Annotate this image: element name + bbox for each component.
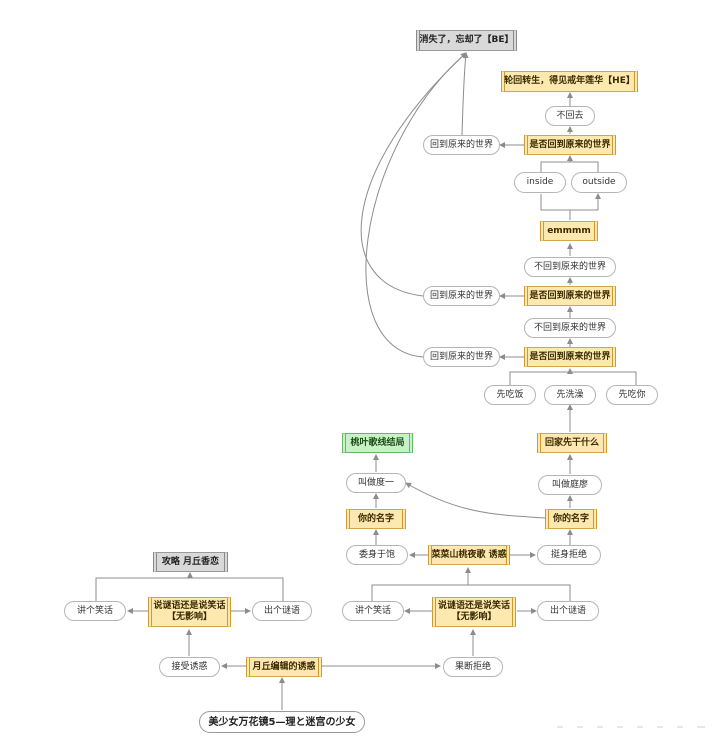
option-eat-first[interactable]: 先吃饭: [484, 385, 536, 405]
choice-whether-return-1[interactable]: 是否回到原来的世界: [524, 135, 616, 155]
choice-your-name-left[interactable]: 你的名字: [346, 509, 406, 529]
choice-home-first[interactable]: 回家先干什么: [537, 433, 607, 453]
option-return-3[interactable]: 回到原来的世界: [423, 347, 500, 367]
option-resist[interactable]: 挺身拒绝: [537, 545, 601, 565]
option-devote[interactable]: 委身于饱: [346, 545, 408, 565]
ending-lost-be[interactable]: 消失了，忘却了【BE】: [416, 30, 517, 51]
option-joke-right[interactable]: 讲个笑话: [342, 601, 404, 621]
option-not-return-original-1[interactable]: 不回到原来的世界: [524, 257, 616, 277]
choice-riddle-or-joke-left-line1: 说谜语还是说笑话: [153, 601, 226, 611]
decorative-marks: [557, 726, 705, 728]
ending-peach-leaf[interactable]: 桃叶歌线结局: [342, 433, 413, 453]
option-accept-temptation[interactable]: 接受诱惑: [159, 657, 220, 677]
ending-reincarnation-he[interactable]: 轮回转生，得见戒年莲华【HE】: [501, 71, 638, 92]
choice-your-name-right[interactable]: 你的名字: [545, 509, 597, 529]
option-riddle-right[interactable]: 出个谜语: [537, 601, 599, 621]
option-eat-you-first[interactable]: 先吃你: [606, 385, 658, 405]
option-return-1[interactable]: 回到原来的世界: [423, 135, 500, 155]
root-game-title[interactable]: 美少女万花镜5—理と迷宫の少女: [199, 711, 365, 733]
option-call-dumo[interactable]: 叫做度一: [346, 473, 406, 493]
option-riddle-left[interactable]: 出个谜语: [252, 601, 312, 621]
choice-peach-temptation[interactable]: 菜菜山桃夜歌 诱惑: [428, 545, 510, 565]
choice-riddle-or-joke-right[interactable]: 说谜语还是说笑话 【无影响】: [432, 597, 516, 627]
option-return-2[interactable]: 回到原来的世界: [423, 286, 500, 306]
choice-riddle-or-joke-right-line1: 说谜语还是说笑话: [437, 601, 510, 611]
choice-riddle-or-joke-left-line2: 【无影响】: [166, 612, 212, 622]
choice-riddle-or-joke-right-line2: 【无影响】: [451, 612, 497, 622]
option-decisive-refuse[interactable]: 果断拒绝: [443, 657, 503, 677]
option-bath-first[interactable]: 先洗澡: [544, 385, 596, 405]
choice-whether-return-2[interactable]: 是否回到原来的世界: [524, 286, 616, 306]
choice-whether-return-3[interactable]: 是否回到原来的世界: [524, 347, 616, 367]
option-not-return[interactable]: 不回去: [545, 106, 595, 126]
option-joke-left[interactable]: 讲个笑话: [64, 601, 126, 621]
option-call-dongtian[interactable]: 叫做庭廖: [538, 475, 602, 495]
option-outside[interactable]: outside: [571, 172, 627, 193]
option-not-return-original-2[interactable]: 不回到原来的世界: [524, 318, 616, 338]
choice-riddle-or-joke-left[interactable]: 说谜语还是说笑话 【无影响】: [148, 597, 231, 627]
choice-emmmm[interactable]: emmmm: [540, 221, 598, 241]
option-inside[interactable]: inside: [514, 172, 566, 193]
choice-moon-temptation[interactable]: 月丘编辑的诱惑: [246, 657, 322, 677]
ending-guide-tsukioka[interactable]: 攻略 月丘香恋: [153, 552, 228, 572]
